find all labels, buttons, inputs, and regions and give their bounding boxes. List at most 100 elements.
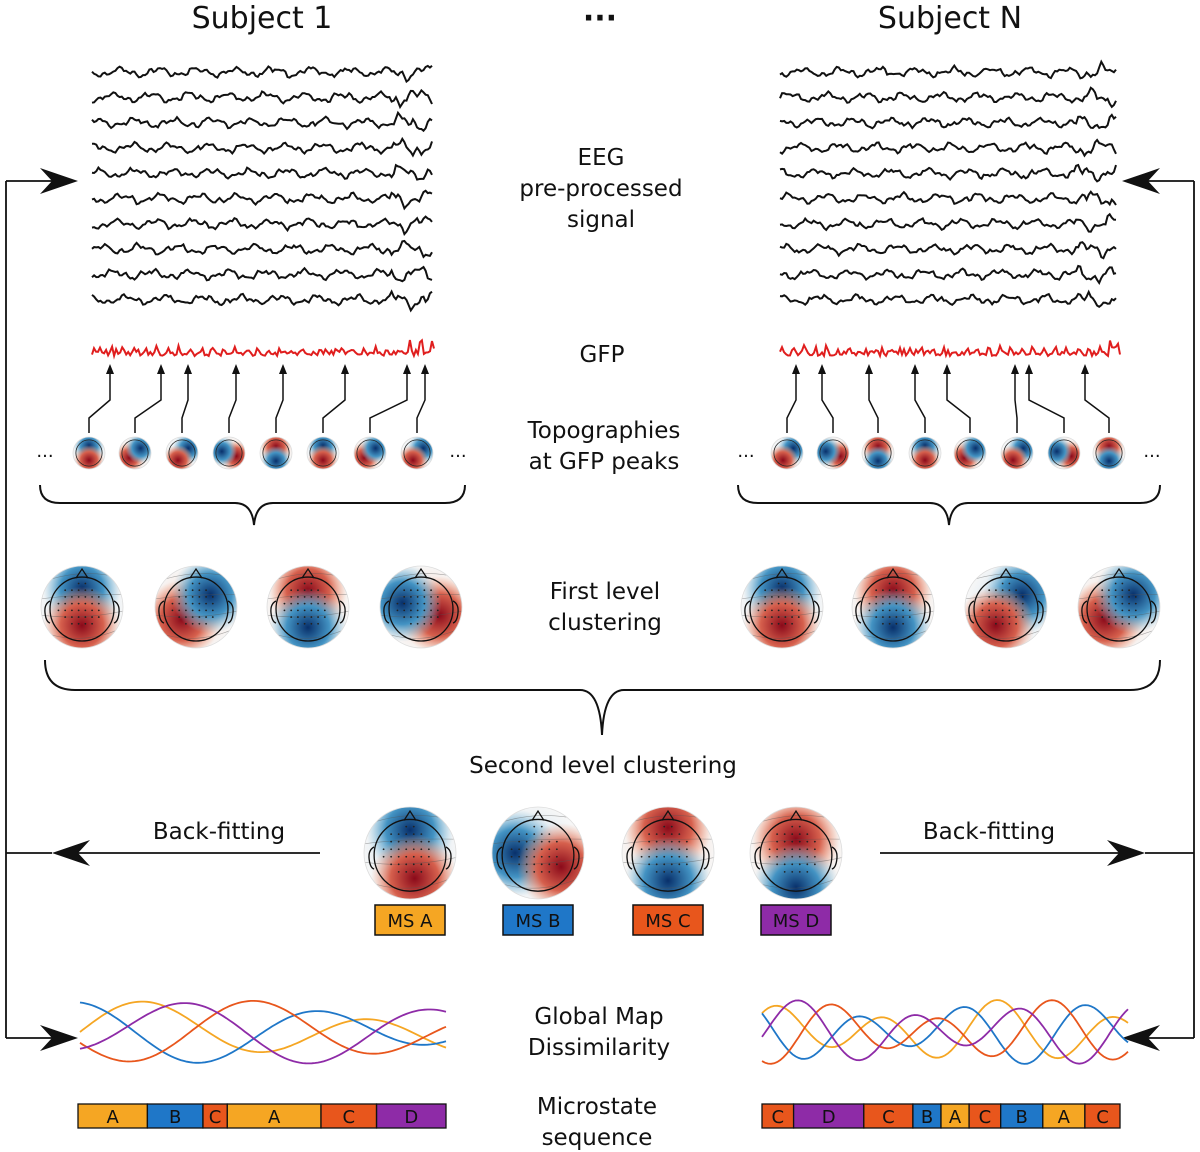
peak-topography <box>306 436 340 470</box>
eeg-label-line-3: signal <box>567 207 635 233</box>
microstate-label-box <box>374 904 446 936</box>
sequence-segment-label: B <box>921 1107 933 1128</box>
microstate-label-text: MS C <box>645 911 690 932</box>
microstate-label-text: MS B <box>515 911 560 932</box>
peak-topography <box>816 436 850 470</box>
first-level-topography <box>964 565 1048 649</box>
eeg-channel-trace <box>779 163 1117 183</box>
subject-1-title: Subject 1 <box>192 1 333 36</box>
gmd-curve <box>79 1000 447 1053</box>
arrowhead-gmd-right <box>1122 1025 1160 1051</box>
peak-connector <box>821 372 834 433</box>
eeg-traces-subject-n <box>779 59 1117 309</box>
gmd-curve <box>761 999 1129 1065</box>
sequence-segment <box>375 1103 447 1129</box>
backfitting-label-right: Back-fitting <box>923 819 1055 845</box>
sequence-segment-label: D <box>822 1107 836 1128</box>
peak-arrowhead <box>865 364 873 374</box>
eeg-channel-trace <box>779 190 1117 207</box>
gfp-trace-subject-n <box>779 340 1121 359</box>
subjects-ellipsis: ··· <box>583 1 617 36</box>
topos-right-ellipsis-start: ··· <box>737 446 754 467</box>
eeg-channel-trace <box>91 265 433 283</box>
peak-topography <box>953 436 987 470</box>
peak-arrowhead <box>403 364 411 374</box>
peak-arrowhead <box>184 364 192 374</box>
sequence-segment <box>1042 1103 1086 1129</box>
arrowhead-backfit-right <box>1107 840 1145 866</box>
eeg-channel-trace <box>779 212 1117 233</box>
gmd-curves-subject-n <box>761 999 1129 1065</box>
gfp-label: GFP <box>580 342 625 368</box>
peak-topography <box>212 436 246 470</box>
arrowhead-eeg-right <box>1122 168 1160 194</box>
peak-topography <box>1000 436 1034 470</box>
peak-topography <box>400 436 434 470</box>
arrowhead-gmd-left <box>40 1025 78 1051</box>
sequence-segment-label: A <box>107 1107 120 1128</box>
peak-arrowhead <box>106 364 114 374</box>
peak-topography <box>72 436 106 470</box>
sequence-segment-label: D <box>404 1107 418 1128</box>
feedback-loop-right <box>880 168 1195 1051</box>
microstate-label-text: MS D <box>773 911 820 932</box>
eeg-channel-trace <box>91 215 433 237</box>
sequence-segment-label: A <box>268 1107 281 1128</box>
peak-arrowhead <box>943 364 951 374</box>
sequence-segment-label: C <box>772 1107 785 1128</box>
peak-topography <box>165 436 199 470</box>
first-level-topographies <box>40 565 1161 649</box>
gmd-curve <box>761 999 1129 1060</box>
eeg-channel-trace <box>779 86 1117 109</box>
brace-subject-1 <box>39 484 466 526</box>
gfp-curve <box>91 338 435 360</box>
arrowhead-eeg-left <box>40 168 78 194</box>
eeg-channel-trace <box>91 88 433 110</box>
brace-all-subjects <box>44 659 1161 736</box>
peak-connector <box>786 372 797 433</box>
sequence-segment-label: B <box>1016 1107 1028 1128</box>
topographies-label-line-1: Topographies <box>527 418 681 444</box>
topos-left-ellipsis-end: ··· <box>449 446 466 467</box>
peak-topography <box>908 436 942 470</box>
peak-topography <box>353 436 387 470</box>
peak-connector <box>181 372 189 433</box>
gfp-trace-subject-1 <box>91 338 435 360</box>
first-level-label-line-1: First level <box>550 579 660 605</box>
first-level-topography <box>1077 565 1161 649</box>
peak-arrowhead <box>911 364 919 374</box>
peak-topography <box>770 436 804 470</box>
eeg-channel-trace <box>779 113 1117 130</box>
microstate-label-box <box>632 904 704 936</box>
peak-connector <box>88 372 111 433</box>
eeg-channel-trace <box>779 289 1117 309</box>
peak-arrowhead <box>1025 364 1033 374</box>
eeg-traces-subject-1 <box>91 64 433 313</box>
gmd-curve <box>761 999 1129 1065</box>
microstate-label-box <box>760 904 832 936</box>
peak-arrowhead <box>1081 364 1089 374</box>
first-level-topography <box>379 565 463 649</box>
peak-arrowhead <box>1011 364 1019 374</box>
peak-topography <box>1047 436 1081 470</box>
microstate-topography-a <box>363 806 457 900</box>
eeg-channel-trace <box>91 239 433 259</box>
eeg-channel-trace <box>91 289 433 313</box>
first-level-topography <box>154 565 238 649</box>
topographies-label-line-2: at GFP peaks <box>529 449 680 475</box>
peak-connector <box>416 372 426 433</box>
sequence-segment <box>912 1103 942 1129</box>
gfp-curve <box>779 340 1121 359</box>
eeg-channel-trace <box>779 241 1117 260</box>
peak-topography <box>861 436 895 470</box>
eeg-channel-trace <box>91 110 433 133</box>
microstate-topographies <box>363 806 843 900</box>
first-level-topography <box>740 565 824 649</box>
sequence-segment-label: A <box>949 1107 962 1128</box>
gmd-label-line-2: Dissimilarity <box>528 1035 670 1061</box>
peak-connector <box>914 372 926 433</box>
microstate-label-box <box>502 904 574 936</box>
first-level-topography <box>40 565 124 649</box>
